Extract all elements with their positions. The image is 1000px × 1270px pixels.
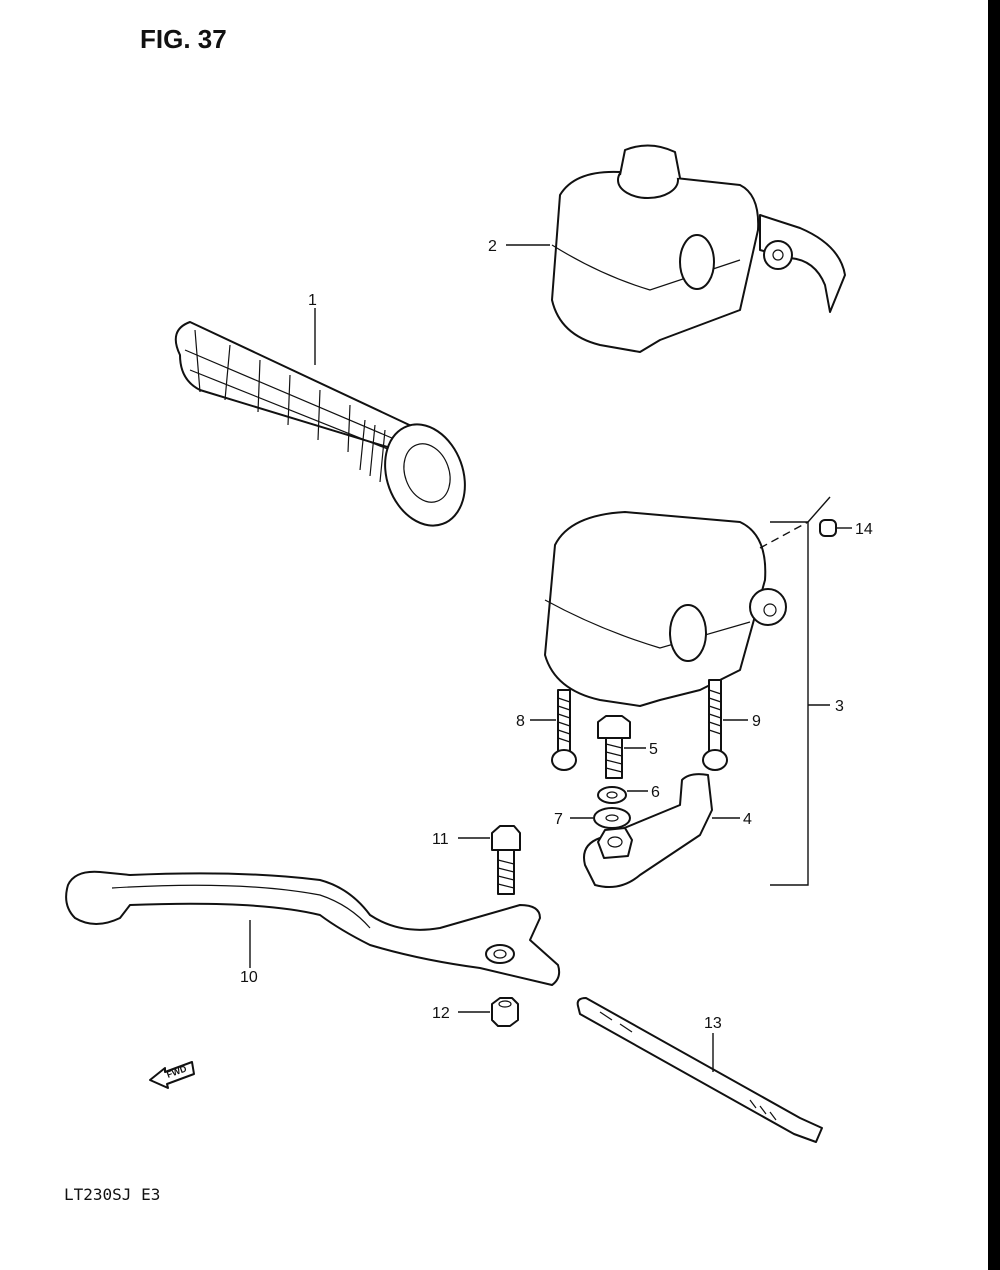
lever-bolt-drawing [491,825,521,895]
callout-7: 7 [554,811,563,828]
lever-bracket-drawing [583,773,713,888]
callout-3: 3 [835,698,844,715]
model-code: LT230SJ E3 [64,1185,161,1204]
switch-housing-upper-drawing [551,144,846,353]
cable-tie-drawing [576,997,823,1143]
fwd-arrow-icon: FWD [149,1061,195,1089]
callout-11: 11 [432,831,449,848]
callout-8: 8 [516,713,525,730]
scan-edge [988,0,1000,1270]
washer-6-drawing [597,786,627,804]
figure-title: FIG. 37 [140,24,227,54]
callout-6: 6 [651,784,660,801]
callout-4: 4 [743,811,752,828]
callout-12: 12 [432,1005,450,1022]
callout-10: 10 [240,969,258,986]
grip-drawing [174,321,466,527]
cap-14-drawing [819,519,837,537]
screw-9-drawing [702,679,728,771]
lever-holder-drawing [544,511,787,707]
screw-8-drawing [551,689,577,771]
washer-7-drawing [593,807,631,829]
callout-2: 2 [488,238,497,255]
callout-14: 14 [855,521,873,538]
callout-13: 13 [704,1015,722,1032]
callout-1: 1 [308,292,317,309]
lever-nut-drawing [491,997,519,1027]
brake-lever-drawing [65,870,561,986]
bolt-5-drawing [597,715,631,779]
callout-9: 9 [752,713,761,730]
callout-5: 5 [649,741,658,758]
